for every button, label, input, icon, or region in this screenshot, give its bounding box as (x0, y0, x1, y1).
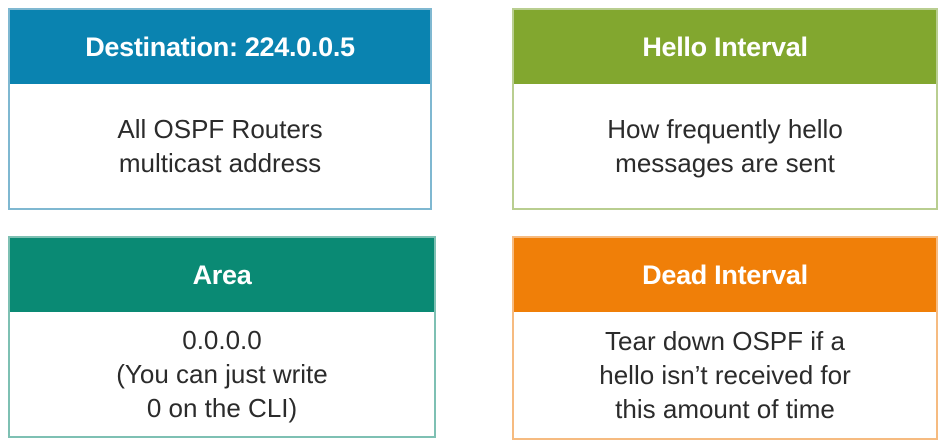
destination-card-body: All OSPF Routers multicast address (10, 84, 430, 208)
dead-interval-card-line: Tear down OSPF if a (605, 326, 845, 356)
dead-interval-card-line: hello isn’t received for (599, 360, 851, 390)
dead-interval-card-body: Tear down OSPF if a hello isn’t received… (514, 312, 936, 438)
hello-interval-card-line: messages are sent (615, 148, 835, 178)
hello-interval-card-title: Hello Interval (514, 10, 936, 84)
dead-interval-card: Dead Interval Tear down OSPF if a hello … (512, 236, 938, 440)
area-card-line: (You can just write (116, 359, 328, 389)
hello-interval-card: Hello Interval How frequently hello mess… (512, 8, 938, 210)
destination-card-title: Destination: 224.0.0.5 (10, 10, 430, 84)
destination-card: Destination: 224.0.0.5 All OSPF Routers … (8, 8, 432, 210)
destination-card-line: multicast address (118, 148, 322, 178)
area-card-body: 0.0.0.0 (You can just write 0 on the CLI… (10, 312, 434, 436)
area-card-line: 0.0.0.0 (182, 325, 262, 355)
area-card: Area 0.0.0.0 (You can just write 0 on th… (8, 236, 436, 438)
hello-interval-card-line: How frequently hello (607, 114, 843, 144)
destination-card-line: All OSPF Routers (117, 114, 323, 144)
dead-interval-card-line: this amount of time (615, 394, 835, 424)
area-card-line: 0 on the CLI) (146, 393, 298, 423)
dead-interval-card-title: Dead Interval (514, 238, 936, 312)
hello-interval-card-body: How frequently hello messages are sent (514, 84, 936, 208)
area-card-title: Area (10, 238, 434, 312)
